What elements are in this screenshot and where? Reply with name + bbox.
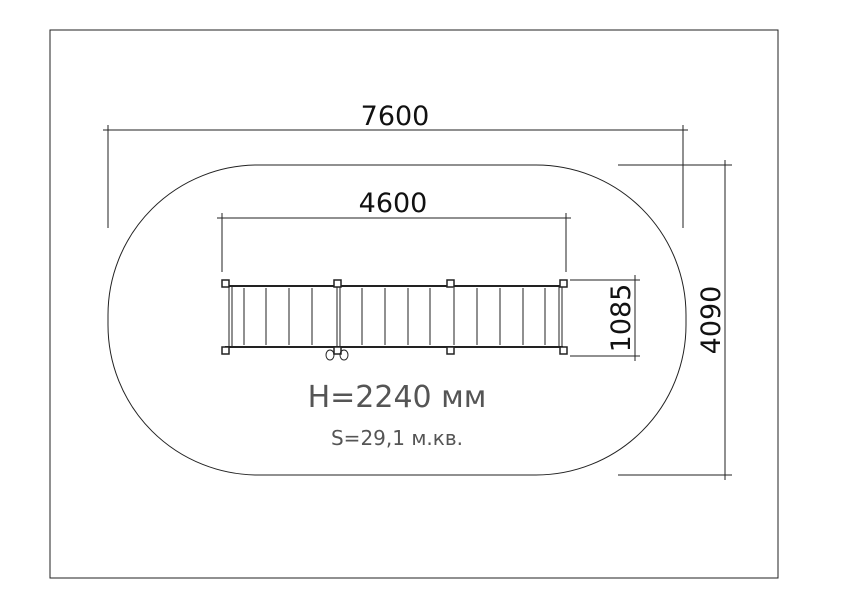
structure-length-label: 4600 [359,188,428,219]
height-label: H=2240 мм [308,380,487,415]
dimension-structure-width: 1085 [570,275,640,361]
dimension-structure-length: 4600 [217,188,571,272]
overall-width-label: 4090 [696,286,727,355]
overall-length-label: 7600 [361,101,430,132]
area-label: S=29,1 м.кв. [331,426,463,450]
dimension-overall-width: 4090 [618,160,732,480]
structure-width-label: 1085 [606,284,637,353]
safety-zone-outline [107,164,687,476]
dimension-overall-length: 7600 [103,101,688,228]
drawing-frame [49,29,779,579]
structure-plan [221,279,568,361]
